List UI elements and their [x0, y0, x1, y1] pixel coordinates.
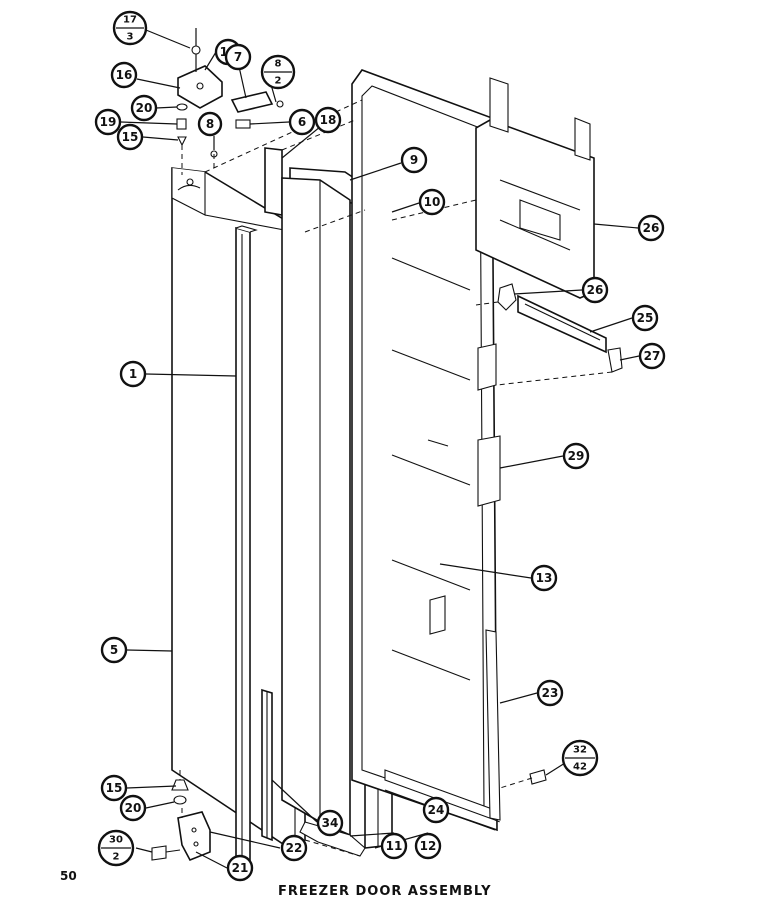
shelf-rail-assembly [497, 283, 623, 373]
callout-balloon-1: 1 [119, 360, 147, 388]
callout-label: 18 [320, 113, 337, 127]
callout-label: 15 [122, 130, 139, 144]
callout-balloon-32-42: 32 42 [561, 739, 599, 777]
callout-balloon-12: 12 [414, 832, 442, 860]
callout-label: 5 [110, 643, 118, 657]
callout-fraction-bottom: 3 [127, 32, 134, 43]
callout-label: 21 [232, 861, 249, 875]
callout-fraction-top: 32 [573, 745, 587, 756]
callout-label: 26 [587, 283, 604, 297]
callout-balloon-22: 22 [280, 834, 308, 862]
page-number: 50 [60, 869, 77, 883]
callout-label: 22 [286, 841, 303, 855]
callout-balloon-15-bottom: 15 [100, 774, 128, 802]
dispenser-cover [475, 77, 595, 299]
callout-label: 20 [125, 801, 142, 815]
callout-label: 9 [410, 153, 418, 167]
callout-label: 10 [424, 195, 441, 209]
callout-balloon-20-top: 20 [130, 94, 158, 122]
callout-label: 19 [100, 115, 117, 129]
liner-screw [529, 769, 547, 785]
callout-balloon-27: 27 [638, 342, 666, 370]
callout-balloon-19: 19 [94, 108, 122, 136]
callout-balloon-23: 23 [536, 679, 564, 707]
callout-balloon-13: 13 [530, 564, 558, 592]
callout-label: 25 [637, 311, 654, 325]
callout-fraction-bottom: 2 [275, 76, 282, 87]
bottom-hinge-assembly [151, 779, 211, 862]
callout-label: 27 [644, 349, 661, 363]
callout-label: 6 [298, 115, 306, 129]
callout-label: 13 [536, 571, 553, 585]
callout-balloon-24: 24 [422, 796, 450, 824]
callout-balloon-7: 7 [224, 43, 252, 71]
callout-balloon-11: 11 [380, 832, 408, 860]
callout-balloon-34: 34 [316, 809, 344, 837]
callout-label: 23 [542, 686, 559, 700]
lower-handle-trim [261, 688, 273, 842]
callout-balloon-21: 21 [226, 854, 254, 882]
alignment-dashed-lines [179, 99, 613, 857]
callout-label: 8 [206, 117, 214, 131]
callout-balloon-15-top: 15 [116, 123, 144, 151]
callout-balloon-28: 26 [637, 214, 665, 242]
callout-fraction-top: 17 [123, 15, 137, 26]
callout-label: 7 [234, 50, 242, 64]
callout-balloon-9: 9 [400, 146, 428, 174]
callout-label: 12 [420, 839, 437, 853]
liner-side-frame [485, 629, 501, 821]
callout-balloon-18-mid: 18 [314, 106, 342, 134]
callout-balloon-20-bottom: 20 [119, 794, 147, 822]
callout-label: 1 [129, 367, 137, 381]
callout-balloon-30-2: 30 2 [97, 829, 135, 867]
callout-balloon-25: 25 [631, 304, 659, 332]
diagram-caption: FREEZER DOOR ASSEMBLY [278, 884, 492, 899]
callout-label: 15 [106, 781, 123, 795]
callout-balloon-10: 10 [418, 188, 446, 216]
callout-label: 29 [568, 449, 585, 463]
callout-label: 11 [386, 839, 403, 853]
callout-label: 20 [136, 101, 153, 115]
callout-balloon-29: 29 [562, 442, 590, 470]
callout-balloon-8-2: 8 2 [260, 54, 296, 90]
inner-door-liner [351, 69, 501, 832]
callout-balloon-5: 5 [100, 636, 128, 664]
callout-fraction-bottom: 42 [573, 762, 587, 773]
callout-fraction-bottom: 2 [113, 852, 120, 863]
callout-fraction-top: 8 [275, 59, 282, 70]
callout-label: 24 [428, 803, 445, 817]
callout-balloon-8: 8 [197, 111, 223, 137]
callout-balloon-16: 16 [110, 61, 138, 89]
callout-fraction-top: 30 [109, 835, 123, 846]
door-handle [235, 225, 258, 870]
callout-balloon-26: 26 [581, 276, 609, 304]
callout-label: 16 [116, 68, 133, 82]
callout-label: 34 [322, 816, 339, 830]
callout-balloon-6: 6 [288, 108, 316, 136]
callout-label: 26 [643, 221, 660, 235]
top-hinge-assembly [176, 45, 284, 158]
callout-balloon-17-3: 17 3 [112, 10, 148, 46]
